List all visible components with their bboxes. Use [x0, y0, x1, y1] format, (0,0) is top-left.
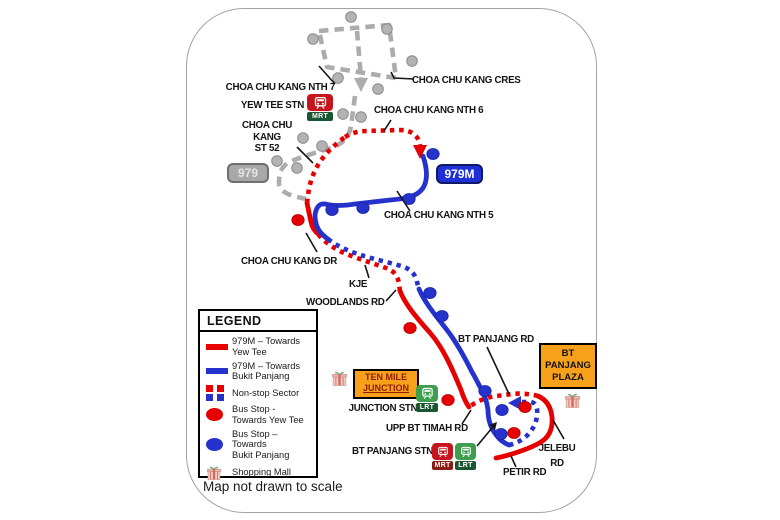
label-cck-nth6: CHOA CHU KANG NTH 6	[374, 105, 484, 116]
lrt-label: LRT	[416, 403, 438, 412]
legend-item-label: Bus Stop – Towards Bukit Panjang	[232, 428, 290, 461]
ten-mile-line1: TEN MILE	[365, 372, 407, 382]
mrt-label: MRT	[307, 112, 333, 121]
legend-item-label: 979M – Towards Bukit Panjang	[232, 360, 301, 382]
shopping-mall-icon	[564, 391, 581, 414]
legend-item-label: Shopping Mall	[232, 467, 291, 478]
train-icon	[307, 94, 333, 111]
bt-panjang-station-chips: MRT LRT	[432, 443, 476, 470]
legend-blue-stop-swatch	[206, 438, 232, 452]
legend-red-stop-swatch	[206, 408, 232, 422]
mrt-label: MRT	[432, 461, 453, 470]
legend-item: Bus Stop – Towards Bukit Panjang	[206, 429, 313, 461]
label-cck-nth5: CHOA CHU KANG NTH 5	[384, 210, 494, 221]
train-icon	[455, 443, 476, 460]
label-woodlands-rd: WOODLANDS RD	[306, 297, 385, 308]
legend-item: Bus Stop - Towards Yew Tee	[206, 404, 313, 426]
label-cck-st52: CHOA CHU KANG ST 52	[241, 120, 293, 155]
legend-title: LEGEND	[200, 311, 316, 332]
legend-item-label: 979M – Towards Yew Tee	[232, 336, 301, 357]
legend-item-label: Non-stop Sector	[232, 387, 300, 398]
label-cck-nth7: CHOA CHU KANG NTH 7	[225, 82, 336, 93]
yew-tee-mrt-chip: MRT	[307, 94, 333, 121]
label-kje: KJE	[349, 279, 368, 290]
legend-nonstop-swatch	[206, 385, 232, 402]
badge-979: 979	[227, 163, 269, 183]
train-icon	[432, 443, 453, 460]
legend-item-label: Bus Stop - Towards Yew Tee	[232, 404, 304, 425]
badge-979m: 979M	[436, 164, 483, 184]
legend-item: Shopping Mall	[206, 464, 313, 481]
label-bt-panjang-rd: BT PANJANG RD	[458, 334, 534, 345]
map-note: Map not drawn to scale	[203, 479, 343, 494]
label-cck-cres: CHOA CHU KANG CRES	[412, 75, 521, 86]
ten-mile-lrt-chip: LRT	[416, 385, 438, 412]
ten-mile-line2: JUNCTION	[362, 383, 409, 394]
label-upp-bt-timah-rd: UPP BT TIMAH RD	[386, 423, 468, 434]
legend-item: Non-stop Sector	[206, 385, 313, 402]
bt-panjang-lrt-chip: LRT	[455, 443, 476, 470]
legend-red-line-swatch	[206, 343, 232, 350]
legend-rows: 979M – Towards Yew Tee 979M – Towards Bu…	[200, 332, 316, 481]
label-cck-dr: CHOA CHU KANG DR	[241, 256, 338, 267]
label-bt-panjang-stn: BT PANJANG STN	[352, 446, 434, 457]
label-yew-tee-stn: YEW TEE STN	[240, 100, 304, 111]
legend: LEGEND 979M – Towards Yew Tee 979M – Tow…	[198, 309, 318, 481]
label-jelebu-rd: JELEBU RD	[538, 443, 576, 470]
train-icon	[416, 385, 438, 402]
shopping-mall-icon	[331, 369, 348, 392]
legend-blue-line-swatch	[206, 368, 232, 375]
legend-item: 979M – Towards Yew Tee	[206, 336, 313, 358]
label-petir-rd: PETIR RD	[503, 467, 547, 478]
bt-panjang-mrt-chip: MRT	[432, 443, 453, 470]
legend-item: 979M – Towards Bukit Panjang	[206, 361, 313, 383]
lrt-label: LRT	[455, 461, 476, 470]
legend-mall-icon	[206, 464, 232, 481]
badge-bt-panjang-plaza: BT PANJANG PLAZA	[539, 343, 597, 390]
badge-ten-mile-junction: TEN MILE JUNCTION	[353, 369, 419, 399]
